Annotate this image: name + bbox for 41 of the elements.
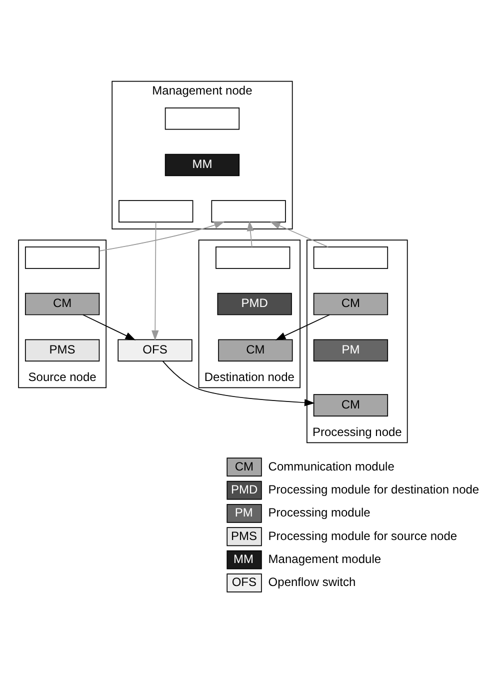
legend-label: Processing module for destination node (268, 482, 480, 496)
node-box: OFS (118, 339, 192, 362)
node-label: Management node (152, 83, 252, 98)
arrow (152, 222, 159, 341)
arrow (275, 314, 330, 340)
arrow (99, 222, 225, 252)
arrow (270, 222, 329, 248)
node-box: CM (218, 339, 293, 362)
legend-label: Management module (268, 552, 382, 566)
arrow (82, 314, 136, 340)
node-label: Destination node (204, 370, 294, 384)
arrow (246, 220, 254, 248)
node-box: PM (313, 339, 388, 362)
node-box: MM (164, 154, 240, 176)
label: PMS (230, 528, 257, 543)
label: MM (234, 552, 254, 566)
legend-label: Processing module for source node (268, 528, 458, 543)
legend-label: Processing module (268, 506, 370, 520)
cluster (306, 240, 408, 444)
node-box (211, 200, 286, 222)
node-box: PMS (24, 339, 100, 362)
node-box: CM (24, 292, 100, 316)
label: PMD (230, 482, 258, 496)
label: OFS (232, 575, 257, 590)
cluster (198, 240, 300, 388)
node-label: Processing node (312, 424, 402, 439)
arrow (162, 360, 315, 406)
node-box (24, 246, 100, 269)
node-box: CM (313, 394, 388, 416)
node-box: PMD (217, 292, 292, 316)
node-box (313, 246, 388, 269)
node-box: CM (313, 292, 388, 316)
node-box (118, 200, 194, 222)
legend-label: Communication module (268, 459, 394, 474)
node-label: Source node (28, 370, 96, 384)
label: PM (234, 506, 253, 520)
legend-label: Openflow switch (268, 575, 356, 590)
cluster (18, 240, 107, 388)
node-box (216, 246, 290, 269)
node-box (164, 107, 240, 130)
label: CM (234, 459, 254, 474)
